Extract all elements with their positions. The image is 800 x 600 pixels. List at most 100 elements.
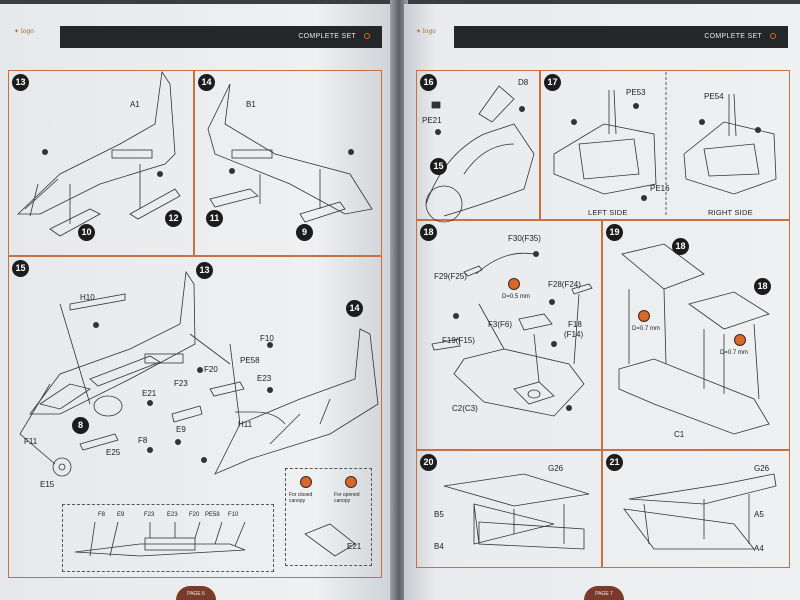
drill-size-05: D=0.5 mm	[502, 294, 530, 300]
right-header-bar: COMPLETE SET	[454, 26, 788, 48]
part-b5: B5	[434, 510, 444, 519]
part-pe21: PE21	[422, 116, 442, 125]
strip-label-e23: E23	[167, 512, 178, 518]
step-21-panel	[602, 450, 790, 568]
left-page: ✦ logo COMPLETE SET	[0, 4, 394, 600]
part-f29: F29(F25)	[434, 272, 467, 281]
step-14-panel	[194, 70, 382, 256]
part-d8: D8	[518, 78, 529, 87]
step-number-17: 17	[544, 74, 561, 91]
part-c2: C2(C3)	[452, 404, 478, 413]
step-ref-15: 15	[430, 158, 447, 175]
part-f30: F30(F35)	[508, 234, 541, 243]
part-e21-inset: E21	[347, 542, 362, 551]
step-number-15: 15	[12, 260, 29, 277]
strip-label-f10: F10	[228, 512, 239, 518]
step-ref-12: 12	[165, 210, 182, 227]
part-f18: F18	[568, 320, 582, 329]
step-ref-10: 10	[78, 224, 95, 241]
brand-logo-right: ✦ logo	[416, 28, 436, 35]
drill-icon-07b	[734, 334, 746, 346]
step-18-panel	[416, 220, 602, 450]
drill-size-07b: D=0.7 mm	[720, 350, 748, 356]
header-title: COMPLETE SET	[298, 33, 356, 40]
part-f23: F23	[174, 379, 188, 388]
brand-logo: ✦ logo	[14, 28, 34, 35]
part-f3: F3(F6)	[488, 320, 512, 329]
left-header-bar: COMPLETE SET	[60, 26, 382, 48]
step-number-14: 14	[198, 74, 215, 91]
canopy-opened-note: For opened canopy	[334, 492, 360, 504]
part-f19: F19(F15)	[442, 336, 475, 345]
header-dot-icon-right	[770, 33, 776, 39]
step-13-panel	[8, 70, 194, 256]
strip-label-e9: E9	[117, 512, 125, 518]
part-h11: H11	[238, 420, 253, 429]
part-a4: A4	[754, 544, 764, 553]
drill-icon-05	[508, 278, 520, 290]
part-h10: H10	[80, 293, 95, 302]
header-dot-icon	[364, 33, 370, 39]
part-pe16: PE16	[650, 184, 670, 193]
caption-left-side: LEFT SIDE	[588, 208, 628, 217]
step-20-panel	[416, 450, 602, 568]
part-a5: A5	[754, 510, 764, 519]
part-f28: F28(F24)	[548, 280, 581, 289]
part-e23: E23	[257, 374, 272, 383]
part-e15: E15	[40, 480, 55, 489]
step-16-panel	[416, 70, 540, 220]
part-pe58: PE58	[240, 356, 260, 365]
book-gutter	[390, 0, 408, 600]
drill-closed-icon	[300, 476, 312, 488]
strip-label-pe58: PE58	[205, 512, 220, 518]
strip-label-f20: F20	[189, 512, 200, 518]
part-e9: E9	[176, 425, 186, 434]
detail-strip-box	[62, 504, 274, 572]
drill-size-07a: D=0.7 mm	[632, 326, 660, 332]
canopy-closed-note: For closed canopy	[289, 492, 313, 504]
step-number-18: 18	[420, 224, 437, 241]
step-19-panel	[602, 220, 790, 450]
step-ref-13b: 13	[196, 262, 213, 279]
page-number-tab: PAGE 6	[176, 586, 216, 600]
right-page: ✦ logo COMPLETE SET	[404, 4, 800, 600]
step-ref-18a: 18	[672, 238, 689, 255]
step-ref-14b: 14	[346, 300, 363, 317]
right-page-drawings	[425, 72, 777, 550]
step-ref-11: 11	[206, 210, 223, 227]
step-17-panel	[540, 70, 790, 220]
part-a1: A1	[130, 100, 140, 109]
part-b4: B4	[434, 542, 444, 551]
part-f20: F20	[204, 365, 218, 374]
part-g26-21: G26	[754, 464, 770, 473]
part-f10: F10	[260, 334, 274, 343]
canopy-inset-box	[285, 468, 372, 566]
part-f11: F11	[24, 437, 38, 446]
header-title-right: COMPLETE SET	[704, 33, 762, 40]
part-pe53: PE53	[626, 88, 646, 97]
strip-label-f8: F8	[98, 512, 106, 518]
left-page-drawings	[17, 70, 379, 557]
step-ref-8: 8	[72, 417, 89, 434]
part-c1: C1	[674, 430, 685, 439]
part-e25: E25	[106, 448, 121, 457]
step-number-21: 21	[606, 454, 623, 471]
part-e21: E21	[142, 389, 157, 398]
drill-opened-icon	[345, 476, 357, 488]
step-number-13: 13	[12, 74, 29, 91]
step-number-16: 16	[420, 74, 437, 91]
step-ref-9: 9	[296, 224, 313, 241]
part-g26-20: G26	[548, 464, 564, 473]
part-f14: (F14)	[564, 330, 584, 339]
step-number-20: 20	[420, 454, 437, 471]
step-number-19: 19	[606, 224, 623, 241]
part-pe54: PE54	[704, 92, 724, 101]
step-15-panel	[8, 256, 382, 578]
drill-icon-07a	[638, 310, 650, 322]
page-number-tab-right: PAGE 7	[584, 586, 624, 600]
strip-label-f23: F23	[144, 512, 155, 518]
part-b1: B1	[246, 100, 256, 109]
step-ref-18b: 18	[754, 278, 771, 295]
caption-right-side: RIGHT SIDE	[708, 208, 753, 217]
